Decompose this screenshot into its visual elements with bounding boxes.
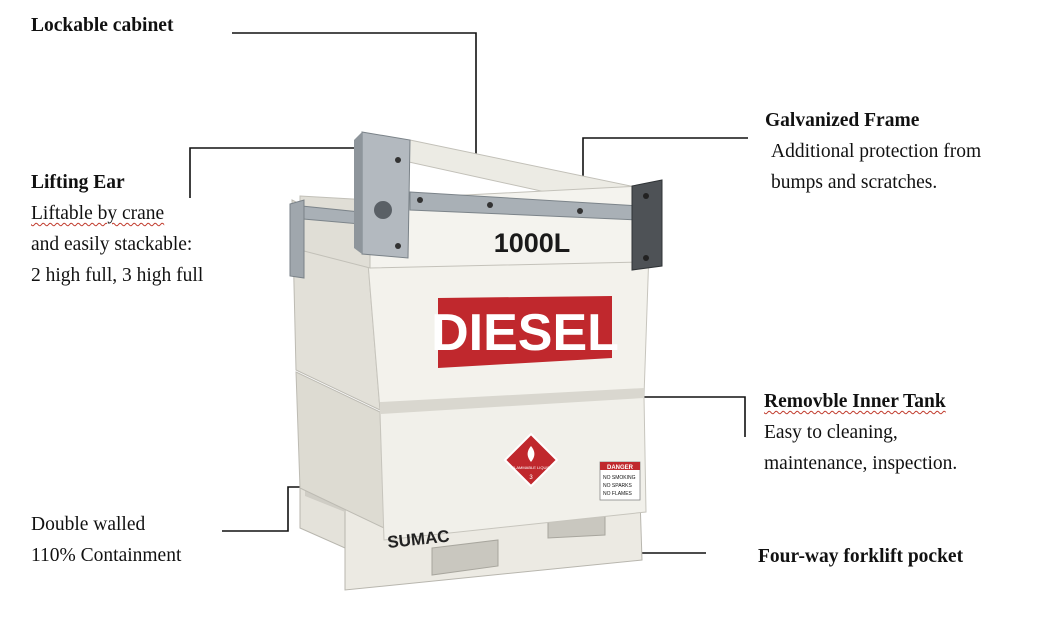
danger-sticker: DANGER NO SMOKING NO SPARKS NO FLAMES (599, 461, 641, 501)
svg-text:DANGER: DANGER (607, 465, 634, 471)
callout-forklift-pocket: Four-way forklift pocket (758, 541, 963, 572)
diesel-sign: DIESEL (431, 296, 619, 368)
callout-galvanized-frame: Galvanized Frame Additional protection f… (765, 105, 981, 198)
diesel-label: DIESEL (431, 304, 619, 362)
callout-lifting-ear: Lifting Ear Liftable by crane and easily… (31, 167, 203, 291)
callout-text: 2 high full, 3 high full (31, 265, 204, 286)
callout-title: Galvanized Frame (765, 110, 920, 131)
callout-title: Lockable cabinet (31, 15, 174, 36)
leader-line-inner (633, 372, 746, 437)
callout-title: Four-way forklift pocket (758, 546, 964, 567)
svg-text:FLAMMABLE LIQUID: FLAMMABLE LIQUID (512, 465, 551, 470)
leader-line-ear (189, 147, 362, 198)
callout-text: Double walled (31, 514, 146, 535)
svg-text:3: 3 (529, 475, 533, 481)
callout-text: 110% Containment (31, 545, 182, 566)
callout-title: Lifting Ear (31, 172, 125, 193)
callout-text: and easily stackable: (31, 234, 193, 255)
leader-line-cabinet (232, 32, 477, 168)
svg-text:NO SMOKING: NO SMOKING (603, 475, 636, 481)
callout-double-walled: Double walled 110% Containment (31, 509, 181, 571)
callout-text: bumps and scratches. (771, 172, 938, 193)
callout-text: Liftable by crane (31, 203, 165, 224)
svg-text:NO FLAMES: NO FLAMES (603, 491, 633, 497)
lifting-ear-left-rear (289, 199, 305, 279)
callout-lockable-cabinet: Lockable cabinet (31, 10, 173, 41)
lifting-ear-left (354, 131, 411, 259)
callout-inner-tank: Removble Inner Tank Easy to cleaning, ma… (764, 386, 957, 479)
callout-title: Removble Inner Tank (764, 391, 946, 412)
capacity-label: 1000L (494, 228, 571, 258)
flammable-diamond: FLAMMABLE LIQUID 3 (503, 432, 559, 488)
callout-text: maintenance, inspection. (764, 453, 958, 474)
callout-text: Easy to cleaning, (764, 422, 898, 443)
forklift-pocket-front (431, 539, 499, 576)
svg-text:NO SPARKS: NO SPARKS (603, 483, 632, 489)
lifting-ear-right (631, 179, 663, 271)
callout-text: Additional protection from (771, 141, 982, 162)
